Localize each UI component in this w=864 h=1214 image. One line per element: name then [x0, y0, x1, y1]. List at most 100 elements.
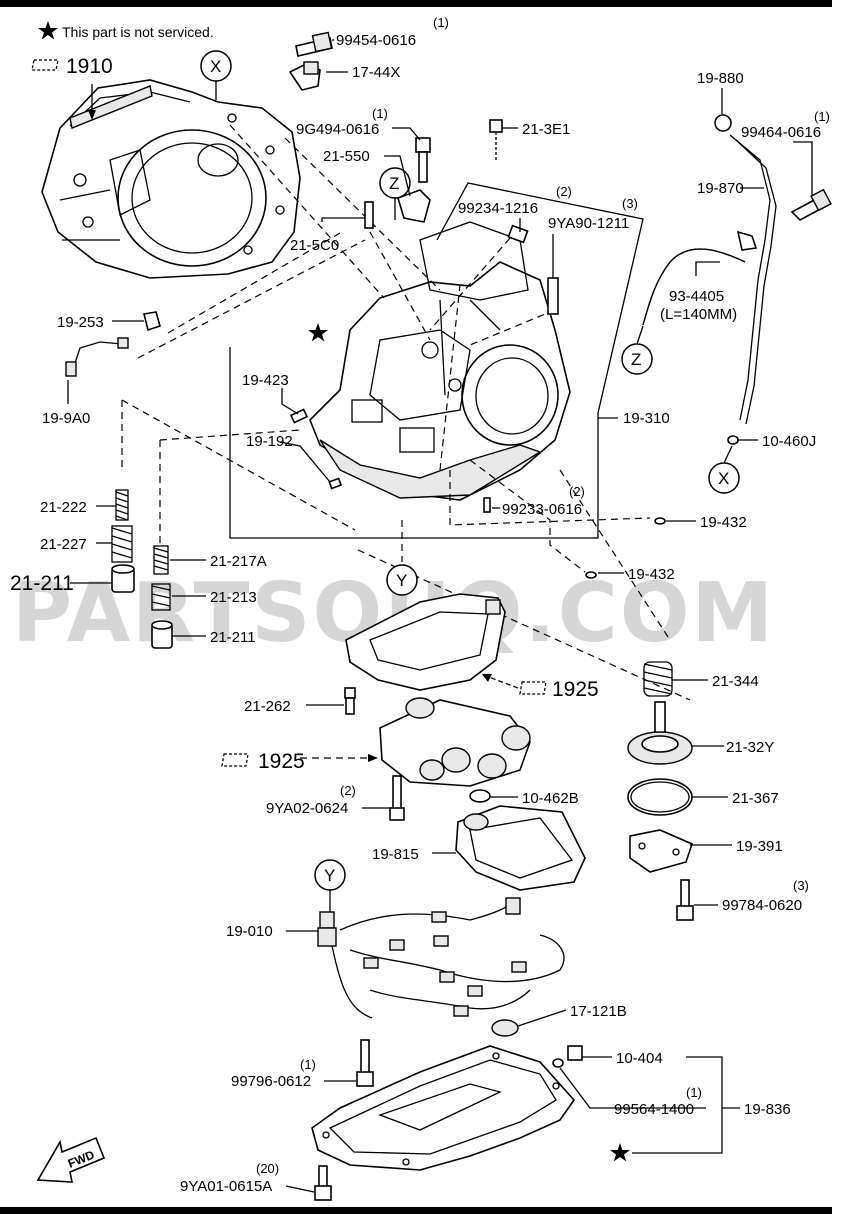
- label-21-227: 21-227: [40, 536, 87, 553]
- label-19-010: 19-010: [226, 923, 273, 940]
- label-21-262: 21-262: [244, 698, 291, 715]
- bolt-9g494[interactable]: [415, 137, 431, 183]
- top-rule: [0, 0, 832, 7]
- bolt-99233[interactable]: [483, 497, 491, 513]
- switch-21550[interactable]: [397, 189, 431, 223]
- label-93-4405-length: (L=140MM): [660, 306, 737, 323]
- bolt-213e1[interactable]: [489, 119, 503, 160]
- piston-21211b[interactable]: [151, 620, 173, 649]
- ref-marker-y-bottom: Y: [314, 859, 346, 891]
- screw-19192[interactable]: [328, 477, 343, 490]
- label-21-3e1: 21-3E1: [522, 121, 570, 138]
- oring-21367[interactable]: [627, 778, 693, 816]
- group-ref-1925b[interactable]: 1925: [221, 750, 378, 773]
- bolt-9ya01[interactable]: [314, 1165, 332, 1201]
- star-icon: [308, 323, 328, 342]
- label-19-815: 19-815: [372, 846, 419, 863]
- dipstick-assembly[interactable]: [714, 114, 832, 425]
- leader-lines: [67, 39, 813, 1193]
- oring-19432b[interactable]: [585, 571, 597, 579]
- bolt-21262[interactable]: [344, 687, 356, 715]
- label-21-5c0: 21-5C0: [290, 237, 339, 254]
- wire-harness-19010[interactable]: [317, 897, 565, 1019]
- spring-21344[interactable]: [643, 661, 673, 697]
- piston-2132y[interactable]: [627, 701, 693, 765]
- solenoid-block[interactable]: [379, 697, 531, 787]
- pin-215c0[interactable]: [364, 201, 374, 229]
- spring-21217a[interactable]: [153, 545, 169, 575]
- plug-99234[interactable]: [507, 224, 529, 244]
- group-ref-icon: [31, 59, 59, 71]
- spring-21213[interactable]: [151, 583, 171, 611]
- label-10-460j: 10-460J: [762, 433, 816, 450]
- bolt-99784[interactable]: [676, 879, 694, 921]
- qty-99564: (1): [686, 1085, 702, 1100]
- qty-9ya02: (2): [340, 783, 356, 798]
- label-21-32y: 21-32Y: [726, 739, 774, 756]
- group-ref-1925a-label: 1925: [552, 678, 599, 701]
- label-19-432-upper: 19-432: [700, 514, 747, 531]
- bolt-99454[interactable]: [295, 31, 333, 57]
- label-19-880: 19-880: [697, 70, 744, 87]
- screw-19423[interactable]: [289, 408, 309, 424]
- group-ref-1910[interactable]: 1910: [31, 55, 113, 120]
- stud-9ya90[interactable]: [547, 277, 559, 315]
- oring-19432a[interactable]: [654, 517, 666, 525]
- label-21-217a: 21-217A: [210, 553, 267, 570]
- label-21-211-left: 21-211: [10, 572, 74, 595]
- label-99454-0616: 99454-0616: [336, 32, 416, 49]
- label-19-310: 19-310: [623, 410, 670, 427]
- qty-99233: (2): [569, 484, 585, 499]
- transaxle-case[interactable]: [41, 79, 301, 279]
- spring-21222[interactable]: [115, 489, 129, 521]
- separator-plate[interactable]: [345, 593, 506, 691]
- not-serviced-note: This part is not serviced.: [38, 21, 214, 40]
- label-9ya02-0624: 9YA02-0624: [266, 800, 348, 817]
- note-text: This part is not serviced.: [62, 24, 214, 40]
- bolt-99796[interactable]: [356, 1039, 374, 1087]
- group-ref-1925a[interactable]: 1925: [482, 674, 599, 701]
- label-93-4405: 93-4405: [669, 288, 724, 305]
- oring-10460j[interactable]: [727, 435, 739, 445]
- drain-plug-10404[interactable]: [552, 1045, 583, 1068]
- qty-9g494: (1): [372, 106, 388, 121]
- label-19-432-lower: 19-432: [628, 566, 675, 583]
- assembly-outline: [229, 182, 644, 539]
- bolt-9ya02[interactable]: [389, 775, 405, 821]
- cover-19391[interactable]: [629, 829, 693, 873]
- sensor-1744x[interactable]: [288, 61, 321, 91]
- transaxle-assembly[interactable]: [309, 221, 571, 501]
- star-icon: [610, 1143, 630, 1162]
- oil-pan-19836[interactable]: [311, 1045, 576, 1171]
- label-99464-0616: 99464-0616: [741, 124, 821, 141]
- label-19-9a0: 19-9A0: [42, 410, 90, 427]
- wire-199a0[interactable]: [65, 337, 129, 377]
- label-19-836: 19-836: [744, 1101, 791, 1118]
- magnet-17121b[interactable]: [491, 1019, 519, 1037]
- label-10-404: 10-404: [616, 1050, 663, 1067]
- label-19-192: 19-192: [246, 433, 293, 450]
- label-19-870: 19-870: [697, 180, 744, 197]
- label-10-462b: 10-462B: [522, 790, 579, 807]
- group-ref-1910-label: 1910: [66, 55, 113, 78]
- label-19-391: 19-391: [736, 838, 783, 855]
- ref-marker-z-right: Z: [621, 343, 653, 375]
- label-21-367: 21-367: [732, 790, 779, 807]
- piston-21211a[interactable]: [111, 564, 135, 593]
- breather-hose-934405[interactable]: [642, 248, 746, 326]
- connection-lines: [121, 124, 691, 759]
- spring-21227[interactable]: [111, 525, 133, 563]
- label-9ya01-0615a: 9YA01-0615A: [180, 1178, 272, 1195]
- qty-99234: (2): [556, 184, 572, 199]
- label-21-550: 21-550: [323, 148, 370, 165]
- oring-10462b[interactable]: [469, 789, 491, 803]
- plug-19253[interactable]: [143, 311, 161, 332]
- ref-marker-y-top: Y: [386, 564, 418, 596]
- ref-marker-z-top: Z: [379, 167, 411, 199]
- ref-marker-x-right: X: [708, 462, 740, 494]
- group-ref-icon: [221, 753, 249, 767]
- svg-text:Z: Z: [389, 174, 399, 193]
- svg-text:X: X: [210, 57, 221, 76]
- oil-strainer-19815[interactable]: [455, 805, 586, 891]
